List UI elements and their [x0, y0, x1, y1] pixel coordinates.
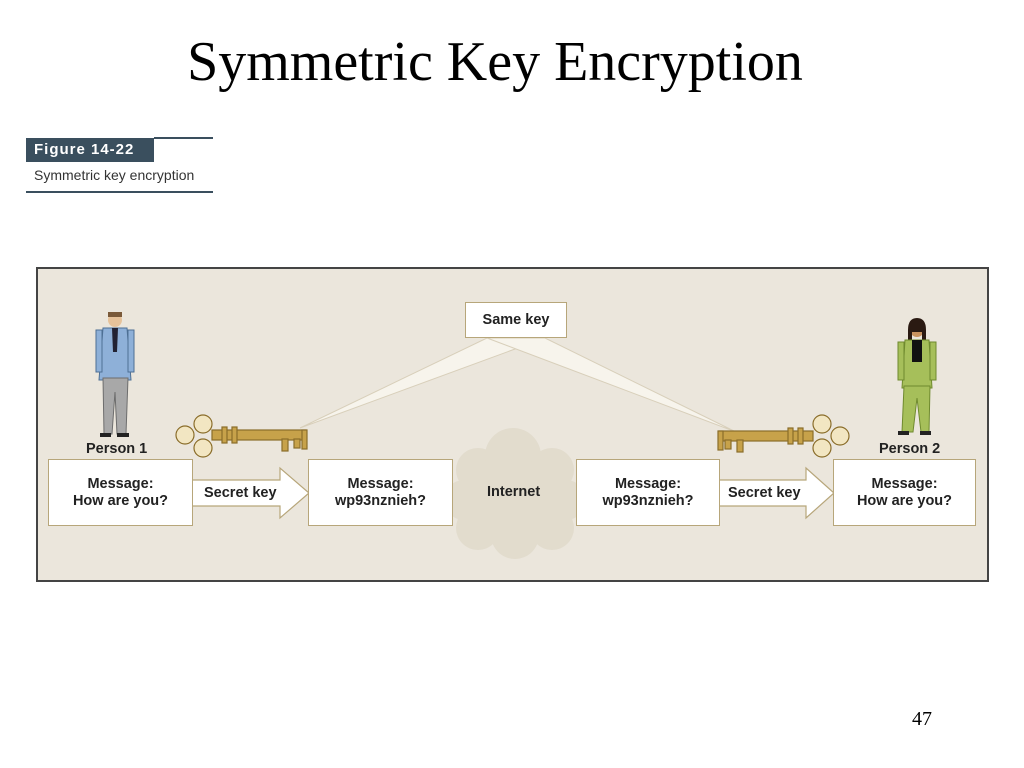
message-box-line2: wp93nznieh? [602, 492, 694, 509]
person-2-label: Person 2 [879, 441, 941, 457]
person-1-icon [95, 312, 135, 437]
message-box-ciphertext-sender: Message: wp93nznieh? [308, 459, 453, 526]
same-key-beam-left [299, 337, 546, 429]
same-key-label: Same key [465, 302, 567, 338]
message-box-line1: Message: [347, 475, 414, 492]
secret-key-label-right: Secret key [728, 485, 801, 501]
person-1-label: Person 1 [86, 441, 148, 457]
message-box-line2: wp93nznieh? [334, 492, 427, 509]
figure-rule-bottom [26, 191, 213, 193]
key-right-icon [717, 414, 850, 458]
message-box-line2: How are you? [856, 492, 953, 509]
key-left-icon [175, 414, 308, 458]
message-box-plaintext-sender: Message: How are you? [48, 459, 193, 526]
arrow-left [191, 466, 310, 520]
figure-number-badge: Figure 14-22 [26, 138, 154, 162]
figure-rule-top [154, 137, 213, 139]
message-box-plaintext-receiver: Message: How are you? [833, 459, 976, 526]
same-key-beam-right [486, 337, 737, 433]
message-box-ciphertext-receiver: Message: wp93nznieh? [576, 459, 720, 526]
message-box-line1: Message: [87, 475, 154, 492]
secret-key-label-left: Secret key [204, 485, 277, 501]
message-box-line1: Message: [614, 475, 682, 492]
figure-caption: Symmetric key encryption [34, 167, 195, 183]
arrow-right [718, 466, 835, 520]
person-2-icon [897, 318, 937, 435]
page-number: 47 [912, 708, 932, 730]
internet-label: Internet [487, 484, 541, 500]
message-box-line1: Message: [871, 475, 938, 492]
slide-title: Symmetric Key Encryption [187, 31, 803, 93]
message-box-line2: How are you? [72, 492, 169, 509]
